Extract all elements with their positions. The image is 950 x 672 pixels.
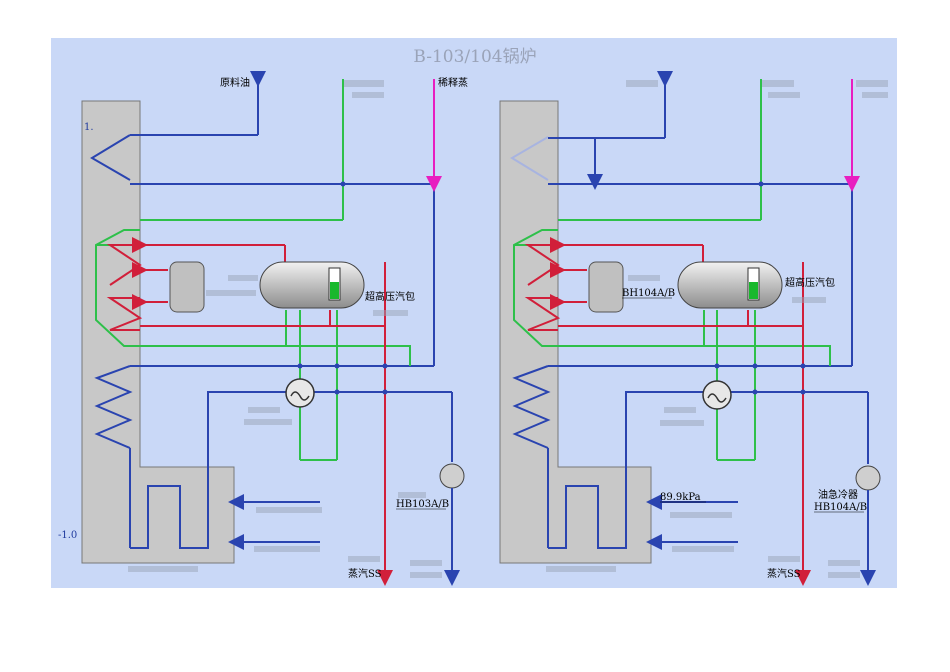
right-steam-label: 蒸汽SS bbox=[767, 567, 801, 580]
left-steam-drum[interactable] bbox=[259, 261, 365, 309]
left-unit: 1. -1.0 原料油 稀释蒸 超高压汽包 HB103A/B 蒸汽SS bbox=[58, 71, 468, 586]
right-exchanger-label: BH104A/B bbox=[622, 288, 675, 299]
right-pressure-label: 89.9kPa bbox=[660, 492, 701, 503]
left-pump-label: HB103A/B bbox=[396, 499, 449, 510]
left-exchanger[interactable] bbox=[169, 261, 205, 313]
left-furnace bbox=[81, 100, 235, 564]
left-heater-icon[interactable] bbox=[285, 378, 315, 408]
right-heater-icon[interactable] bbox=[702, 380, 732, 410]
left-drum-label: 超高压汽包 bbox=[365, 290, 415, 303]
left-marker-bottom: -1.0 bbox=[58, 530, 77, 541]
left-steam-label: 蒸汽SS bbox=[348, 567, 382, 580]
right-exchanger[interactable] bbox=[588, 261, 624, 313]
right-pump-icon[interactable] bbox=[855, 465, 881, 491]
left-marker-top: 1. bbox=[84, 122, 94, 133]
left-pump-icon[interactable] bbox=[439, 463, 465, 489]
right-unit: BH104A/B 超高压汽包 89.9kPa 油急冷器 HB104A/B 蒸汽S… bbox=[499, 71, 888, 586]
panel-title: B-103/104锅炉 bbox=[413, 47, 536, 67]
right-steam-drum[interactable] bbox=[677, 261, 783, 309]
right-emergency-label: 油急冷器 bbox=[818, 488, 858, 501]
left-feed-oil-label: 原料油 bbox=[220, 76, 250, 89]
right-drum-label: 超高压汽包 bbox=[785, 276, 835, 289]
right-furnace bbox=[499, 100, 652, 564]
right-pump-label: HB104A/B bbox=[814, 502, 867, 513]
left-dilution-label: 稀释蒸 bbox=[438, 76, 468, 89]
